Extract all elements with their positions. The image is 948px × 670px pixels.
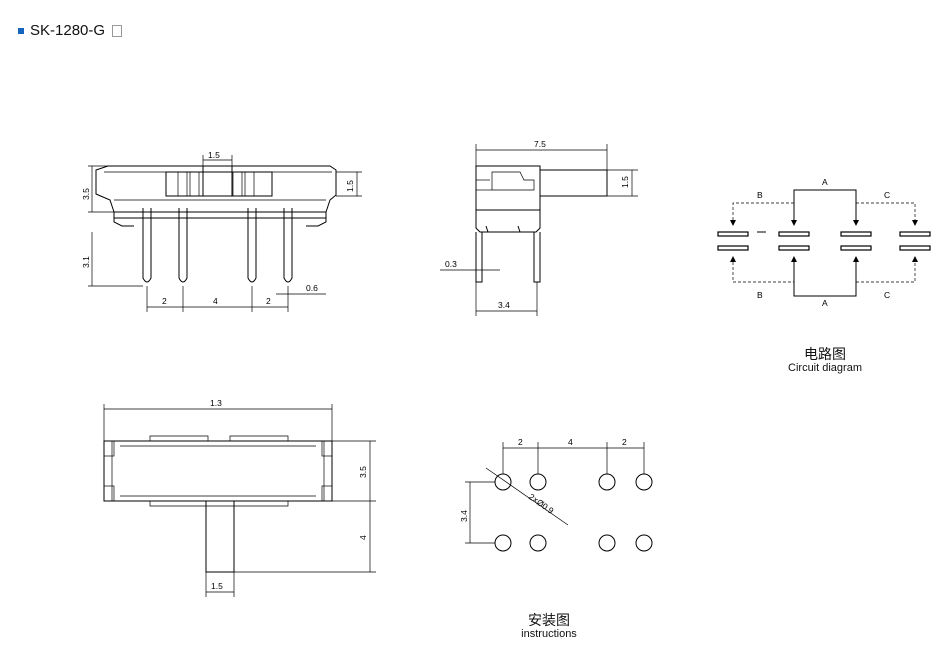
- dim-pitch-c: 2: [266, 296, 271, 306]
- circuit-caption: 电路图 Circuit diagram: [770, 346, 880, 375]
- circuit-caption-en: Circuit diagram: [788, 362, 862, 374]
- dim-side-pin: 0.3: [445, 259, 457, 269]
- placeholder-box-icon: [112, 24, 123, 37]
- circuit-label-a-top: A: [822, 177, 828, 187]
- dim-side-right: 1.5: [620, 176, 630, 188]
- dim-side-width: 7.5: [534, 139, 546, 149]
- circuit-label-c-top: C: [884, 190, 890, 200]
- circuit-diagram: A B C A B C: [717, 177, 931, 308]
- dim-front-right: 1.5: [345, 180, 355, 192]
- dim-pitch-b: 4: [213, 296, 218, 306]
- install-caption-zh: 安装图: [528, 612, 570, 628]
- dim-holes-b: 4: [568, 437, 573, 447]
- side-view: 7.5 1.5 0.3 3.4: [440, 139, 638, 316]
- dim-pin-width: 0.6: [306, 283, 318, 293]
- dim-holes-a: 2: [518, 437, 523, 447]
- dim-holes-c: 2: [622, 437, 627, 447]
- dim-top-length: 1.3: [210, 398, 222, 408]
- install-caption-en: instructions: [521, 628, 577, 640]
- dim-front-top: 1.5: [208, 150, 220, 160]
- part-title: SK-1280-G: [18, 22, 123, 39]
- circuit-label-a-bottom: A: [822, 298, 828, 308]
- top-view: 1.3 3.5 4 1.5: [103, 398, 376, 597]
- dim-pitch-a: 2: [162, 296, 167, 306]
- dim-front-left: 3.5: [81, 188, 91, 200]
- front-view: 1.5 3.5 3.1 1.5 2 4 2 0.6: [81, 150, 362, 312]
- dim-side-bottom: 3.4: [498, 300, 510, 310]
- dim-hole-diameter: 2×Ø0.9: [527, 491, 556, 515]
- install-caption: 安装图 instructions: [494, 612, 604, 641]
- part-number: SK-1280-G: [30, 22, 106, 39]
- dim-handle-width: 1.5: [211, 581, 223, 591]
- dim-top-handle: 4: [358, 535, 368, 540]
- circuit-label-b-top: B: [757, 190, 763, 200]
- dim-holes-height: 3.4: [459, 510, 469, 522]
- dim-top-body-height: 3.5: [358, 466, 368, 478]
- dim-front-pin-length: 3.1: [81, 256, 91, 268]
- mounting-holes: 2 4 2 3.4 2×Ø0.9: [459, 437, 653, 552]
- bullet-square-icon: [18, 27, 24, 34]
- circuit-label-c-bottom: C: [884, 290, 890, 300]
- circuit-caption-zh: 电路图: [804, 346, 846, 362]
- circuit-label-b-bottom: B: [757, 290, 763, 300]
